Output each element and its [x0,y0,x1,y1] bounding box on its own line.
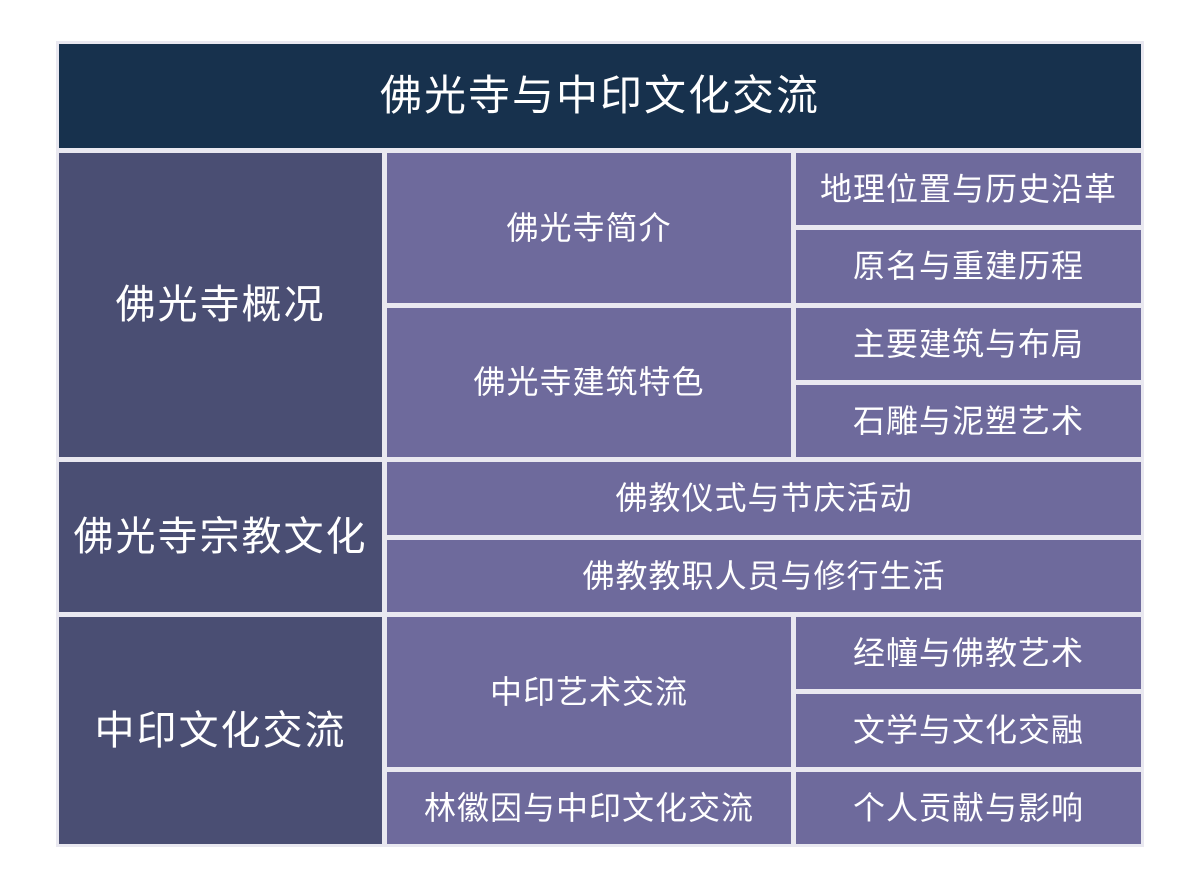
subtopic-cell-literature-fusion: 文学与文化交融 [796,694,1141,767]
section-cell-cultural-exchange: 中印文化交流 [59,617,382,844]
topic-cell-architecture: 佛光寺建筑特色 [387,307,791,458]
subtopic-cell-carving-sculpture: 石雕与泥塑艺术 [796,385,1141,458]
topic-cell-art-exchange: 中印艺术交流 [387,617,791,767]
hierarchy-diagram: 佛光寺与中印文化交流 佛光寺概况 佛光寺简介 地理位置与历史沿革 原名与重建历程… [56,41,1144,847]
subtopic-cell-name-rebuilding: 原名与重建历程 [796,230,1141,303]
topic-cell-clergy-practice: 佛教教职人员与修行生活 [387,539,1141,612]
diagram-title: 佛光寺与中印文化交流 [59,44,1141,148]
subtopic-cell-pillar-buddhist-art: 经幢与佛教艺术 [796,617,1141,690]
topic-cell-rituals-festivals: 佛教仪式与节庆活动 [387,462,1141,535]
section-cell-temple-overview: 佛光寺概况 [59,153,382,458]
subtopic-cell-location-history: 地理位置与历史沿革 [796,153,1141,226]
subtopic-cell-buildings-layout: 主要建筑与布局 [796,307,1141,380]
subtopic-cell-contribution-influence: 个人贡献与影响 [796,771,1141,844]
topic-cell-lin-huiyin: 林徽因与中印文化交流 [387,771,791,844]
topic-cell-temple-intro: 佛光寺简介 [387,153,791,303]
section-cell-religious-culture: 佛光寺宗教文化 [59,462,382,612]
